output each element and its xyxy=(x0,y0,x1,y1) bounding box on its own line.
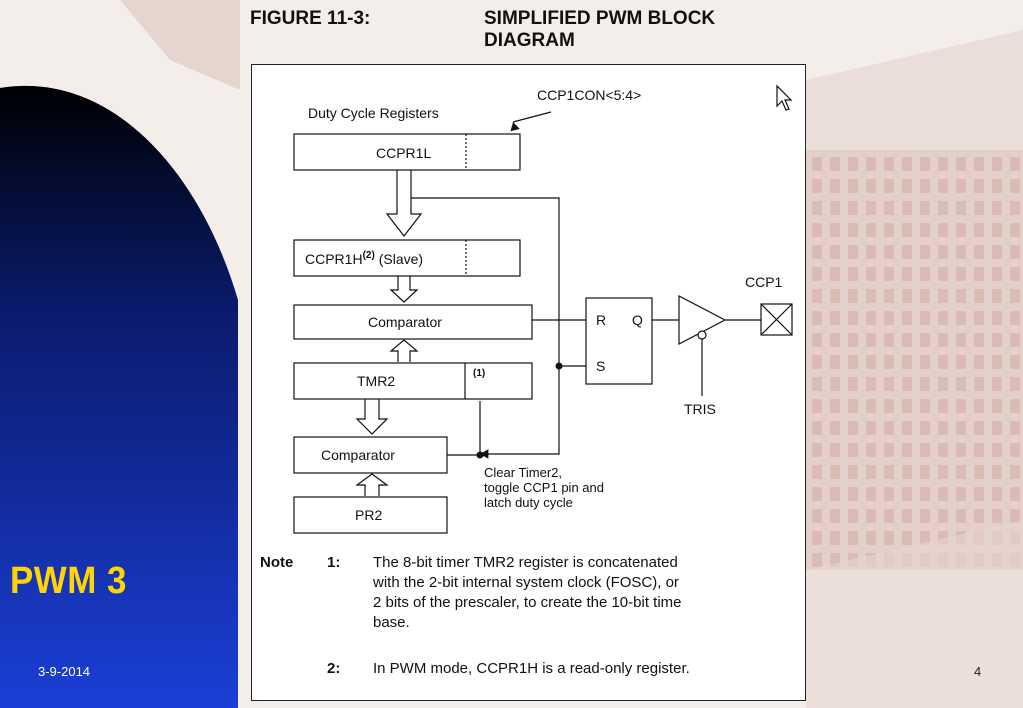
sr-latch-box xyxy=(585,297,653,385)
figure-title: SIMPLIFIED PWM BLOCK DIAGRAM xyxy=(484,8,715,52)
ccp1con-pointer xyxy=(510,111,552,132)
pwm-block-diagram: Duty Cycle Registers CCP1CON<5:4> CCPR1L… xyxy=(293,84,793,534)
ccp1-pin-box xyxy=(760,303,793,336)
ccpr1l-bus-line xyxy=(411,197,560,455)
latch-r-label: R xyxy=(596,312,606,328)
building-watermark-right xyxy=(806,30,1023,708)
hollow-arrow-tmr2-to-comparator-bottom xyxy=(355,399,389,435)
hollow-arrow-pr2-to-comparator xyxy=(355,473,389,496)
latch-s-label: S xyxy=(596,358,605,374)
clear-note-line1: Clear Timer2, xyxy=(484,465,562,480)
tris-label: TRIS xyxy=(684,401,716,417)
pr2-box xyxy=(293,496,448,534)
comparator-bottom-label: Comparator xyxy=(321,447,395,463)
hollow-arrow-tmr2-to-comparator xyxy=(389,339,419,362)
figure-title-line1: SIMPLIFIED PWM BLOCK xyxy=(484,8,716,29)
ccpr1l-box xyxy=(293,133,521,171)
note-1-line3: 2 bits of the prescaler, to create the 1… xyxy=(373,594,682,611)
figure-title-line2: DIAGRAM xyxy=(484,30,575,51)
ccpr1h-name: CCPR1H xyxy=(305,251,363,267)
mouse-pointer-icon xyxy=(776,84,793,111)
ccpr1h-label: CCPR1H(2) (Slave) xyxy=(305,250,423,267)
pr2-label: PR2 xyxy=(355,507,382,523)
tmr2-note: (1) xyxy=(473,368,485,379)
ccpr1h-box xyxy=(293,239,521,277)
slide-date: 3-9-2014 xyxy=(38,664,91,679)
comparator-top-box xyxy=(293,304,533,340)
building-watermark-left xyxy=(120,0,240,90)
note-2-number: 2: xyxy=(327,660,341,677)
ccpr1h-note: (2) xyxy=(363,250,375,261)
figure-label: FIGURE 11-3: xyxy=(250,8,371,29)
junction-dot-reset xyxy=(476,451,484,459)
note-1-line2: with the 2-bit internal system clock (FO… xyxy=(373,574,679,591)
junction-dot-set xyxy=(555,362,563,370)
hollow-arrow-ccpr1l-to-ccpr1h xyxy=(385,170,423,237)
tmr2-label: TMR2 xyxy=(357,373,395,389)
ccp1con-label: CCP1CON<5:4> xyxy=(537,87,641,103)
slide-page-number: 4 xyxy=(974,664,982,679)
clear-note-line3: latch duty cycle xyxy=(484,495,573,510)
note-1-line1: The 8-bit timer TMR2 register is concate… xyxy=(373,554,678,571)
duty-cycle-label: Duty Cycle Registers xyxy=(308,105,439,121)
clear-note-line2: toggle CCP1 pin and xyxy=(484,480,604,495)
slide-title: PWM 3 xyxy=(10,560,127,602)
ccp1-pin-label: CCP1 xyxy=(745,274,783,290)
tmr2-box xyxy=(293,362,533,400)
note-1-line4: base. xyxy=(373,614,410,631)
ccpr1l-label: CCPR1L xyxy=(376,145,431,161)
ccpr1h-suffix: (Slave) xyxy=(375,251,423,267)
blue-side-panel xyxy=(0,86,238,708)
note-1-number: 1: xyxy=(327,554,341,571)
latch-q-label: Q xyxy=(632,312,643,328)
comparator-top-label: Comparator xyxy=(368,314,442,330)
hollow-arrow-ccpr1h-to-comparator xyxy=(389,276,419,303)
note-1-text: The 8-bit timer TMR2 register is concate… xyxy=(373,553,813,633)
note-2-text: In PWM mode, CCPR1H is a read-only regis… xyxy=(373,660,690,677)
note-heading: Note xyxy=(260,554,294,571)
